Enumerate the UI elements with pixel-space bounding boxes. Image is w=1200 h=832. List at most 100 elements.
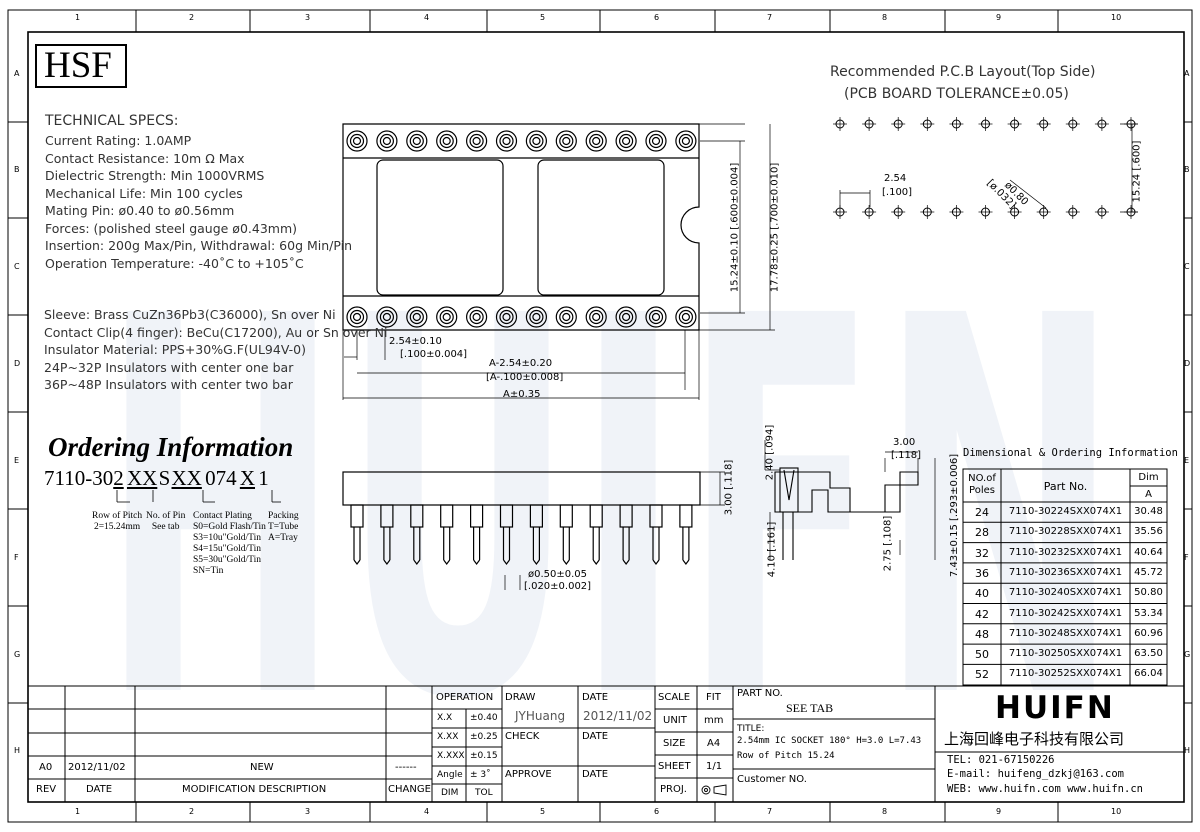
dim-table-header-poles: NO.of Poles	[963, 473, 1001, 497]
column-marker: 7	[767, 13, 773, 22]
pcb-hole	[1007, 205, 1022, 219]
column-marker: 9	[996, 807, 1002, 816]
material-line: 36P~48P Insulators with center two bar	[44, 377, 293, 392]
socket-pin	[615, 306, 637, 328]
part-code-plating: XX	[171, 466, 202, 490]
column-marker: 6	[654, 807, 660, 816]
tech-spec-line: Forces: (polished steel gauge ø0.43mm)	[45, 220, 298, 236]
customer-no-label: Customer NO.	[737, 774, 807, 785]
row-marker: E	[1184, 456, 1190, 465]
watermark: HUIFN	[100, 207, 1120, 813]
socket-pin	[346, 306, 368, 328]
pcb-hole	[891, 117, 906, 131]
dim-table-header-poles-l1: NO.of	[968, 473, 996, 484]
note-plating-l3: S3=10u"Gold/Tin	[193, 533, 262, 543]
column-marker: 10	[1111, 13, 1122, 22]
note-packing-l3: A=Tray	[268, 533, 298, 543]
sheet-value: 1/1	[706, 761, 723, 772]
note-plating-l6: SN=Tin	[193, 566, 224, 576]
pcb-hole	[862, 117, 877, 131]
row-marker: C	[14, 262, 20, 271]
dim-table-header-part: Part No.	[1043, 480, 1088, 493]
pcb-hole	[949, 205, 964, 219]
note-plating-l4: S4=15u"Gold/Tin	[193, 544, 262, 554]
socket-pin	[675, 306, 697, 328]
part-code-packing: X	[239, 466, 256, 490]
pcb-hole	[1065, 117, 1080, 131]
company-logo: HUIFN	[995, 690, 1115, 726]
poles-cell: 50	[975, 648, 989, 662]
company-web: WEB: www.huifn.com www.huifn.cn	[947, 783, 1143, 795]
dim-side-height: 3.00 [.118]	[723, 460, 734, 516]
pcb-title: Recommended P.C.B Layout(Top Side)	[830, 64, 1096, 80]
poles-cell: 36	[975, 566, 989, 580]
section-view	[764, 440, 936, 560]
tol-tol: TOL	[475, 788, 493, 798]
dim-row-in: [.600±0.004]	[729, 162, 741, 230]
dim-side-height-in: [.118]	[723, 459, 735, 490]
poles-cell: 40	[975, 587, 989, 601]
dim-pitch-in: [.100±0.004]	[400, 349, 468, 360]
dim-pin-dia: ø0.50±0.05	[528, 569, 588, 580]
side-pin	[619, 504, 633, 565]
note-no-pin-l2: See tab	[151, 522, 180, 532]
poles-cell: 28	[975, 526, 989, 540]
tol-format: Angle	[437, 770, 463, 780]
size-value: A4	[707, 738, 721, 749]
socket-pin	[675, 130, 697, 152]
ordering-title: Ordering Information	[48, 432, 294, 462]
dim-overall-mm: 17.78±0.25	[769, 232, 781, 293]
part-no-cell: 7110-30248SXX074X1	[1008, 627, 1123, 639]
dim-side-height-mm: 3.00	[723, 493, 735, 516]
pcb-hole	[1065, 205, 1080, 219]
draw-label: DRAW	[505, 692, 536, 703]
column-marker: 10	[1111, 807, 1122, 816]
dim-275-in: [.108]	[882, 515, 894, 546]
socket-pin	[645, 306, 667, 328]
note-row-pitch-l2: 2=15.24mm	[93, 522, 141, 532]
dim-a-cell: 30.48	[1134, 506, 1163, 517]
dim-240: 2.40 [.094]	[764, 425, 775, 481]
part-no-cell: 7110-30224SXX074X1	[1008, 506, 1123, 517]
side-pin	[559, 504, 573, 565]
side-pin	[350, 504, 364, 565]
tol-value: ±0.40	[470, 713, 498, 723]
side-pin	[679, 504, 693, 565]
dim-410-mm: 4.10	[766, 555, 778, 578]
part-no-value: SEE TAB	[786, 701, 834, 715]
dim-pitch: 2.54±0.10	[389, 336, 442, 347]
side-pin	[529, 504, 544, 565]
part-code-row: 2	[113, 466, 124, 490]
pcb-hole	[1094, 117, 1109, 131]
pcb-pitch: 2.54	[884, 173, 907, 184]
column-marker: 7	[767, 807, 773, 816]
poles-cell: 24	[975, 506, 989, 519]
column-marker: 5	[540, 13, 546, 22]
change-header: CHANGE	[388, 784, 431, 795]
part-no-cell: 7110-30236SXX074X1	[1008, 566, 1123, 578]
unit-value: mm	[704, 715, 724, 726]
column-marker: 2	[189, 807, 195, 816]
tol-format: X.X	[437, 713, 453, 723]
socket-pin	[376, 306, 398, 328]
poles-cell: 32	[975, 546, 989, 560]
pcb-hole	[978, 117, 993, 131]
check-date-label: DATE	[582, 731, 609, 742]
dim-overall: 17.78±0.25 [.700±0.010]	[769, 163, 780, 293]
socket-pin	[585, 130, 607, 152]
pcb-row-in: [.600]	[1131, 140, 1143, 171]
part-no-cell: 7110-30232SXX074X1	[1008, 546, 1123, 558]
rev-a0: A0	[39, 762, 53, 773]
row-marker: A	[14, 69, 20, 78]
material-line: Insulator Material: PPS+30%G.F(UL94V-0)	[44, 342, 306, 357]
row-marker: G	[1184, 650, 1191, 659]
side-pin	[440, 504, 454, 565]
dim-300-top: 3.00	[893, 437, 916, 448]
note-plating-l1: Contact Plating	[193, 511, 252, 521]
note-packing-l1: Packing	[268, 511, 299, 521]
dim-a-cell: 60.96	[1134, 627, 1163, 639]
dim-a-cell: 50.80	[1134, 587, 1163, 599]
dim-275: 2.75 [.108]	[882, 516, 893, 572]
